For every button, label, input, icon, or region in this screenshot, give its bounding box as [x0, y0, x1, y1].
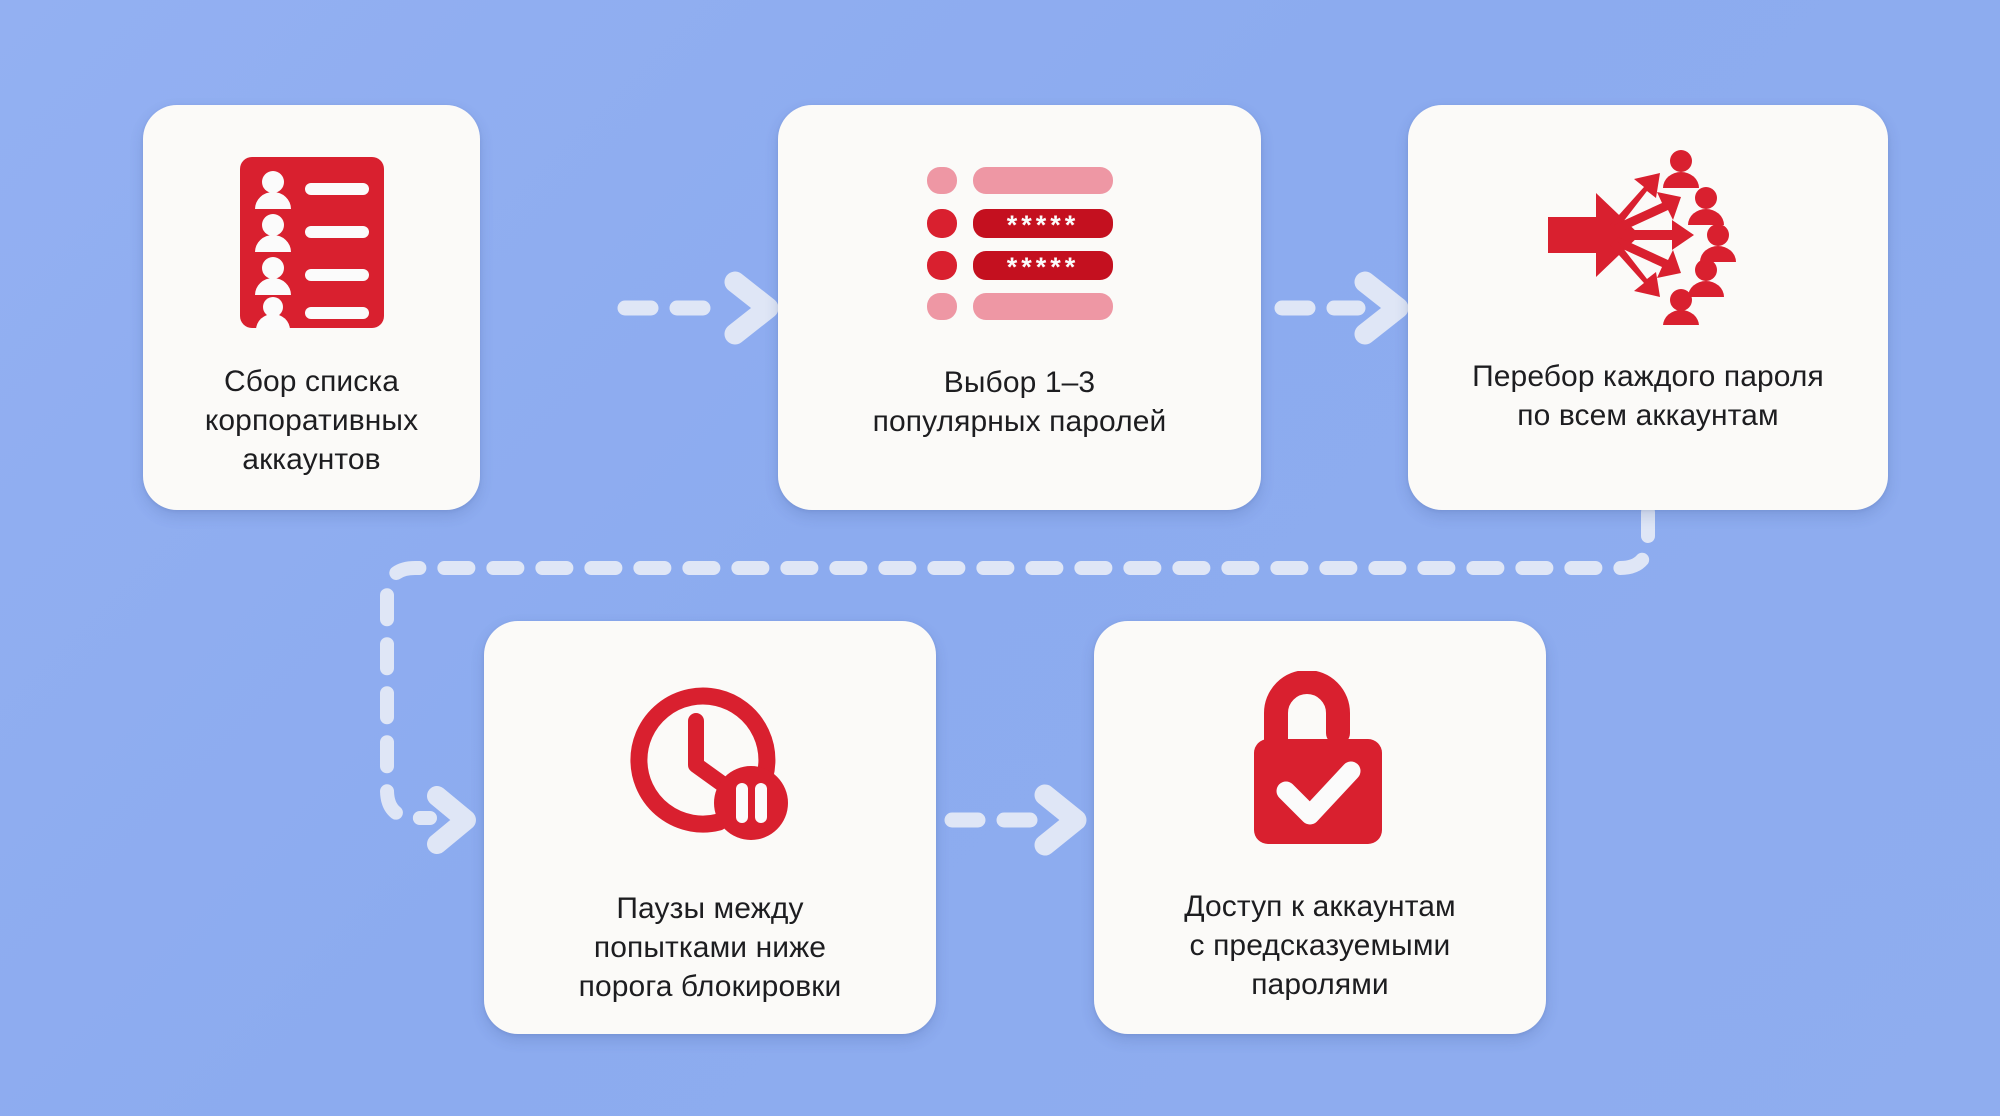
clock-pause-icon — [623, 677, 798, 849]
connector-step4-step5 — [944, 784, 1087, 856]
step-card-4-label: Паузы между попытками ниже порога блокир… — [578, 892, 842, 1003]
step-card-3-label: Перебор каждого пароля по всем аккаунтам — [1472, 360, 1824, 432]
connector-step1-step2 — [617, 271, 779, 345]
step-card-1-label: Сбор списка корпоративных аккаунтов — [204, 365, 419, 476]
step-card-3[interactable]: Перебор каждого пароля по всем аккаунтам — [1408, 105, 1888, 510]
step-card-5[interactable]: Доступ к аккаунтам с предсказуемыми паро… — [1094, 621, 1546, 1034]
step-card-4[interactable]: Паузы между попытками ниже порога блокир… — [484, 621, 936, 1034]
step-card-5-label: Доступ к аккаунтам с предсказуемыми паро… — [1184, 890, 1456, 1001]
step-card-1[interactable]: Сбор списка корпоративных аккаунтов — [143, 105, 480, 510]
step-card-2-label: Выбор 1–3 популярных паролей — [872, 366, 1167, 438]
svg-text:*****: ***** — [1006, 210, 1079, 240]
unlocked-padlock-check-icon — [1248, 671, 1393, 849]
password-list-icon: ***** ***** — [925, 163, 1115, 323]
svg-text:*****: ***** — [1006, 252, 1079, 282]
account-list-icon — [238, 155, 386, 330]
connector-step2-step3 — [1274, 271, 1409, 345]
spray-arrows-to-users-icon — [1548, 145, 1748, 325]
step-card-2[interactable]: ***** ***** Выбор 1–3 популярных паролей — [778, 105, 1261, 510]
